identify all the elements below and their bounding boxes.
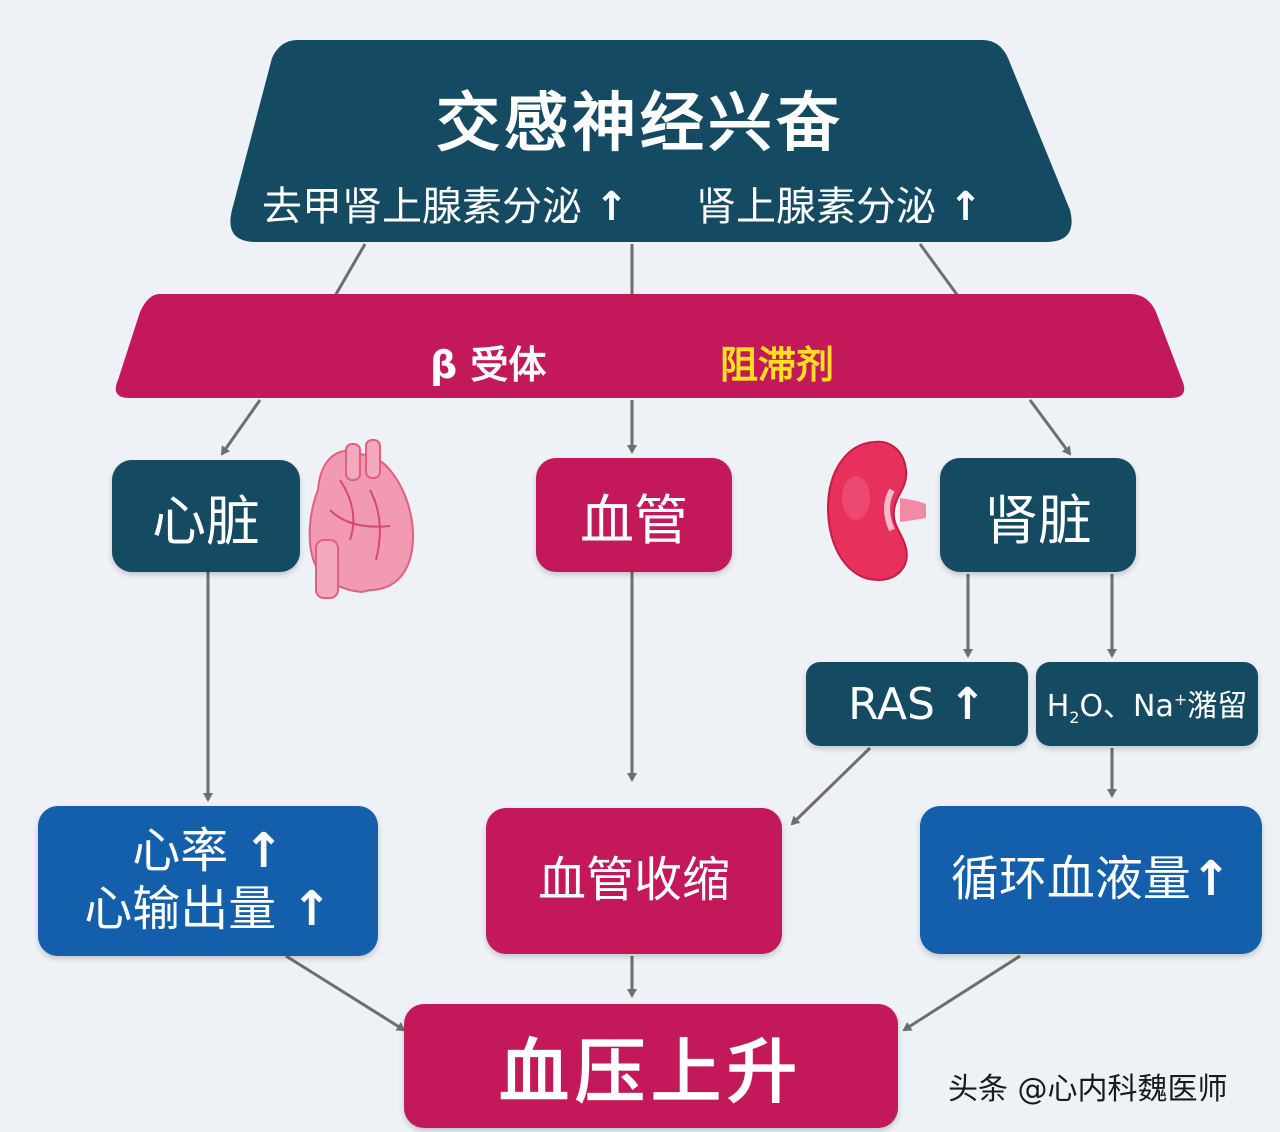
blood-pressure-rise-label: 血压上升 [499, 1030, 803, 1113]
heart-label: 心脏 [152, 489, 260, 553]
retention-h: H [1046, 689, 1070, 724]
blood-volume-line: 循环血液量↑ [951, 851, 1231, 909]
connector [333, 243, 367, 297]
beta-band-shape [115, 294, 1185, 398]
kidney-box: 肾脏 [940, 458, 1136, 572]
up-arrow-icon: ↑ [243, 823, 284, 880]
cardiac-output-label: 心输出量 [84, 881, 277, 937]
ras-box: RAS ↑ [806, 662, 1028, 746]
vasoconstriction-label: 血管收缩 [537, 852, 730, 909]
retention-sub: 2 [1069, 708, 1080, 727]
heart-organ-icon [308, 439, 414, 599]
ras-label: RAS [848, 678, 935, 730]
beta-receptor-label: β 受体 [430, 343, 547, 387]
connector [285, 954, 406, 1032]
connector [918, 243, 960, 297]
connector [220, 399, 262, 456]
connector [902, 954, 1021, 1032]
blood-volume-label: 循环血液量 [950, 851, 1191, 908]
heart-box: 心脏 [112, 460, 300, 572]
connector [790, 746, 872, 826]
vessel-label: 血管 [580, 488, 688, 552]
up-arrow-icon: ↑ [948, 184, 983, 230]
kidney-label: 肾脏 [984, 488, 1092, 552]
vasoconstriction-box: 血管收缩 [486, 808, 782, 954]
retention-mid: O、Na [1079, 689, 1174, 724]
blood-pressure-rise-box: 血压上升 [404, 1004, 898, 1128]
connector [1028, 399, 1072, 456]
retention-suffix: 潴留 [1187, 689, 1248, 724]
retention-box: H2O、Na+潴留 [1036, 662, 1258, 746]
norepinephrine-label: 去甲肾上腺素分泌 ↑ [262, 174, 628, 232]
epinephrine-label: 肾上腺素分泌 ↑ [696, 174, 982, 232]
heart-rate-line: 心率 ↑ [132, 823, 284, 881]
retention-sup: + [1173, 690, 1188, 709]
heart-rate-label: 心率 [132, 823, 229, 880]
epinephrine-text: 肾上腺素分泌 [696, 184, 936, 230]
up-arrow-icon: ↑ [594, 184, 629, 230]
up-arrow-icon: ↑ [1190, 851, 1232, 908]
blood-volume-box: 循环血液量↑ [920, 806, 1262, 954]
kidney-organ-icon [826, 440, 926, 582]
main-title: 交感神经兴奋 [436, 87, 844, 161]
top-banner-shape [230, 40, 1072, 242]
up-arrow-icon: ↑ [291, 881, 332, 937]
norepinephrine-text: 去甲肾上腺素分泌 [262, 184, 582, 230]
vessel-box: 血管 [536, 458, 732, 572]
blocker-label: 阻滞剂 [720, 343, 835, 387]
cardiac-output-line: 心输出量 ↑ [84, 881, 332, 939]
retention-label: H2O、Na+潴留 [1047, 681, 1248, 727]
watermark: 头条 @心内科魏医师 [948, 1072, 1228, 1107]
heart-result-box: 心率 ↑ 心输出量 ↑ [38, 806, 378, 956]
up-arrow-icon: ↑ [948, 678, 986, 730]
